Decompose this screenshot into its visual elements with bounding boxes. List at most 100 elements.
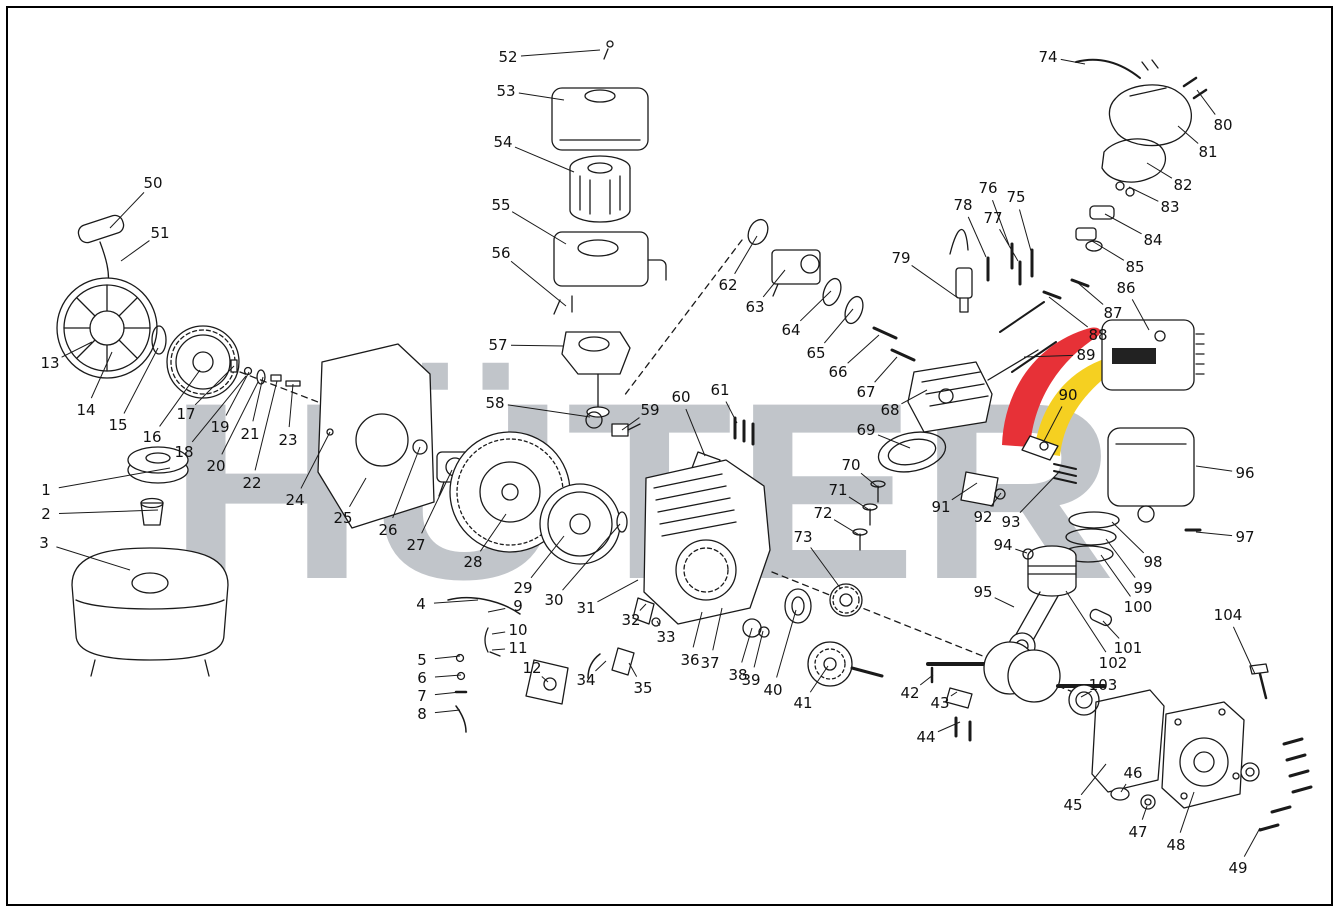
part-number-label: 102 — [1099, 654, 1128, 672]
leader-line — [656, 620, 661, 626]
leader-line — [491, 648, 506, 651]
part-number-label: 54 — [493, 133, 512, 151]
leader-line — [901, 389, 928, 405]
leader-line — [992, 200, 1010, 246]
engine-assembly-drawing — [1101, 319, 1205, 391]
part-number-label: 45 — [1063, 796, 1082, 814]
leader-line — [434, 674, 462, 678]
leader-line — [833, 519, 862, 537]
leader-line — [628, 662, 638, 677]
crankshaft-drawing — [926, 641, 1106, 716]
part-number-label: 42 — [900, 684, 919, 702]
leader-line — [1196, 89, 1216, 115]
part-number-label: 29 — [513, 579, 532, 597]
leader-line — [1080, 690, 1092, 698]
leader-line — [741, 627, 753, 663]
leader-line — [518, 92, 565, 101]
part-number-label: 34 — [576, 671, 595, 689]
crankcase-cover-drawing — [1091, 663, 1313, 832]
leader-line — [734, 235, 758, 275]
part-number-label: 97 — [1235, 528, 1254, 546]
part-number-label: 28 — [463, 553, 482, 571]
leader-line — [421, 469, 453, 534]
crankcase-drawing — [525, 459, 771, 705]
leader-line — [999, 228, 1019, 262]
part-number-label: 69 — [856, 421, 875, 439]
leader-line — [562, 523, 621, 591]
part-number-label: 32 — [621, 611, 640, 629]
leader-line — [860, 472, 880, 489]
leader-line — [595, 660, 607, 672]
part-number-label: 98 — [1143, 553, 1162, 571]
leader-line — [911, 265, 959, 299]
part-number-labels: 1234567891011121314151617181920212223242… — [39, 48, 1254, 877]
part-number-label: 93 — [1001, 513, 1020, 531]
valve-cover-drawing — [1042, 58, 1208, 300]
part-number-label: 36 — [680, 651, 699, 669]
leader-lines — [56, 49, 1261, 857]
leader-line — [1105, 538, 1136, 578]
leader-line — [1065, 590, 1107, 653]
part-number-label: 19 — [210, 418, 229, 436]
leader-line — [1195, 465, 1233, 472]
part-number-label: 74 — [1038, 48, 1057, 66]
part-number-label: 16 — [142, 428, 161, 446]
part-number-label: 3 — [39, 534, 49, 552]
part-number-label: 21 — [240, 425, 259, 443]
leader-line — [1232, 626, 1256, 675]
part-number-label: 101 — [1114, 639, 1143, 657]
leader-line — [507, 404, 591, 418]
recoil-starter-drawing — [56, 214, 158, 379]
part-number-label: 63 — [745, 298, 764, 316]
breather-plate-drawing — [960, 471, 1006, 507]
part-number-label: 14 — [76, 401, 95, 419]
part-number-label: 49 — [1228, 859, 1247, 877]
leader-line — [877, 434, 911, 449]
leader-line — [109, 192, 145, 229]
leader-line — [847, 334, 880, 364]
fuel-tank-drawing — [71, 446, 229, 677]
part-number-label: 79 — [891, 249, 910, 267]
part-number-label: 52 — [498, 48, 517, 66]
leader-line — [487, 608, 506, 613]
leader-line — [1048, 296, 1089, 328]
leader-line — [510, 260, 567, 307]
part-number-label: 40 — [763, 681, 782, 699]
oil-sensor-drawing — [945, 687, 973, 742]
leader-line — [810, 547, 842, 590]
leader-line — [90, 351, 113, 399]
leader-line — [1146, 162, 1173, 179]
leader-line — [1100, 554, 1131, 597]
leader-line — [692, 611, 703, 648]
part-number-label: 7 — [417, 687, 427, 705]
leader-line — [1131, 299, 1150, 331]
part-number-label: 81 — [1198, 143, 1217, 161]
part-number-label: 9 — [513, 597, 523, 615]
leader-line — [1120, 783, 1127, 793]
leader-line — [1141, 805, 1148, 820]
leader-line — [1195, 531, 1233, 537]
leader-line — [799, 290, 832, 322]
part-number-label: 59 — [640, 401, 659, 419]
part-number-label: 2 — [41, 505, 51, 523]
part-number-label: 1 — [41, 481, 51, 499]
part-number-label: 23 — [278, 431, 297, 449]
part-number-label: 61 — [710, 381, 729, 399]
leader-line — [994, 597, 1015, 608]
construction-line — [623, 239, 743, 397]
leader-line — [479, 513, 507, 552]
leader-line — [254, 380, 278, 471]
part-number-label: 43 — [930, 694, 949, 712]
part-number-label: 87 — [1103, 304, 1122, 322]
air-filter-drawing — [551, 40, 667, 315]
leader-line — [433, 599, 479, 604]
part-number-label: 86 — [1116, 279, 1135, 297]
muffler-drawing — [1107, 427, 1202, 532]
part-number-label: 25 — [333, 509, 352, 527]
part-number-label: 30 — [544, 591, 563, 609]
part-number-label: 51 — [150, 224, 169, 242]
watermark-red-swoosh — [1002, 327, 1101, 447]
part-number-label: 4 — [416, 595, 426, 613]
part-number-label: 78 — [953, 196, 972, 214]
